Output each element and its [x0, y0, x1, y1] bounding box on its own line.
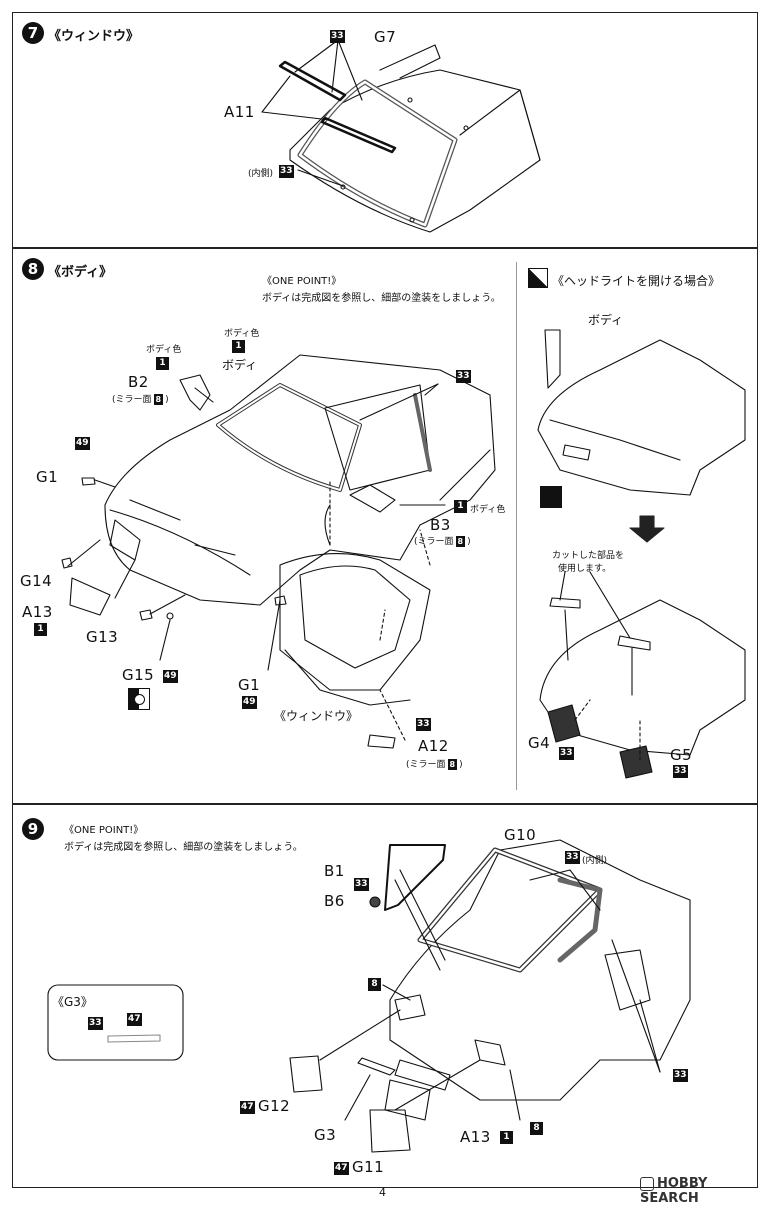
step8-onepoint-title: 《ONE POINT!》 — [262, 276, 342, 287]
label-g13: G13 — [86, 628, 119, 646]
b3-body-color-label: ボディ色 — [470, 505, 506, 515]
g11-code: 47 — [334, 1162, 349, 1175]
inside-label: (内側) — [582, 856, 608, 866]
step7-panel — [12, 12, 758, 248]
label-g1-left: G1 — [36, 468, 59, 486]
a12-code: 33 — [416, 718, 431, 731]
paint-49-top: 49 — [75, 437, 90, 450]
step9-panel — [12, 804, 758, 1188]
label-g7: G7 — [374, 28, 397, 46]
label-g5: G5 — [670, 746, 693, 764]
step9-onepoint-title: 《ONE POINT!》 — [64, 825, 144, 836]
headlight-title: 《ヘッドライトを開ける場合》 — [552, 274, 721, 288]
watermark: HOBBY SEARCH — [640, 1176, 708, 1206]
g3-code-b: 47 — [127, 1013, 142, 1026]
step8-headlight-drawing — [537, 329, 746, 779]
a13-code: 1 — [34, 623, 47, 636]
b3-body-color-code: 1 — [454, 500, 467, 513]
body-color-1-label: ボディ色 — [146, 345, 182, 355]
headlight-body-label: ボディ — [588, 313, 624, 327]
paint-33: 33 — [456, 370, 471, 383]
cut-note-line1: カットした部品を — [552, 551, 625, 561]
watermark-logo-icon — [640, 1176, 654, 1191]
g1-right-code: 49 — [242, 696, 257, 709]
paint-33-inside: 33 — [279, 165, 294, 178]
g5-code: 33 — [673, 765, 688, 778]
step8-divider — [516, 262, 517, 790]
step7-title: 《ウィンドウ》 — [48, 29, 140, 44]
step7-window-drawing — [261, 39, 541, 233]
p33-right: 33 — [673, 1069, 688, 1082]
label-inside: (内側) — [248, 169, 274, 179]
label-a11: A11 — [224, 103, 255, 121]
step9-body-drawing — [47, 839, 691, 1153]
step8-number: 8 — [22, 258, 44, 280]
paint-33-top: 33 — [330, 30, 345, 43]
g12-code: 47 — [240, 1101, 255, 1114]
body-color-2-code: 1 — [232, 340, 245, 353]
step9-number: 9 — [22, 818, 44, 840]
step8-title: 《ボディ》 — [48, 265, 113, 280]
label-b6: B6 — [324, 892, 345, 910]
a13-step9-code: 1 — [500, 1131, 513, 1144]
cut-note-line2: 使用します。 — [558, 564, 612, 574]
body-color-1-code: 1 — [156, 357, 169, 370]
label-g15: G15 — [122, 666, 155, 684]
label-g11: G11 — [352, 1158, 385, 1176]
label-b3: B3 — [430, 516, 451, 534]
label-g4: G4 — [528, 734, 551, 752]
step9-onepoint-text: ボディは完成図を参照し、細部の塗装をしましょう。 — [64, 842, 303, 853]
g15-metallic-icon — [128, 688, 150, 710]
cut-tool-icon — [540, 486, 562, 508]
label-g10: G10 — [504, 826, 537, 844]
step7-number: 7 — [22, 22, 44, 44]
step8-onepoint-text: ボディは完成図を参照し、細部の塗装をしましょう。 — [262, 293, 501, 304]
g15-code: 49 — [163, 670, 178, 683]
label-g3: G3 — [314, 1126, 337, 1144]
p8-bottom: 8 — [530, 1122, 543, 1135]
g3-code-a: 33 — [88, 1017, 103, 1030]
g3-box-title: 《G3》 — [52, 995, 93, 1009]
window-label: 《ウィンドウ》 — [274, 709, 359, 723]
label-b1: B1 — [324, 862, 345, 880]
p33-inside: 33 — [565, 851, 580, 864]
step8-panel — [12, 248, 758, 804]
label-a13-step9: A13 — [460, 1128, 491, 1146]
label-g14: G14 — [20, 572, 53, 590]
label-g1-right: G1 — [238, 676, 261, 694]
label-a12: A12 — [418, 737, 449, 755]
label-b2: B2 — [128, 373, 149, 391]
step8-body-drawing — [61, 354, 496, 749]
label-a13: A13 — [22, 603, 53, 621]
body-label: ボディ — [222, 358, 258, 372]
b1-code: 33 — [354, 878, 369, 891]
body-color-2-label: ボディ色 — [224, 329, 260, 339]
page-number: 4 — [379, 1186, 386, 1199]
p8-left: 8 — [368, 978, 381, 991]
g4-code: 33 — [559, 747, 574, 760]
label-g12: G12 — [258, 1097, 291, 1115]
headlight-icon — [528, 268, 548, 288]
